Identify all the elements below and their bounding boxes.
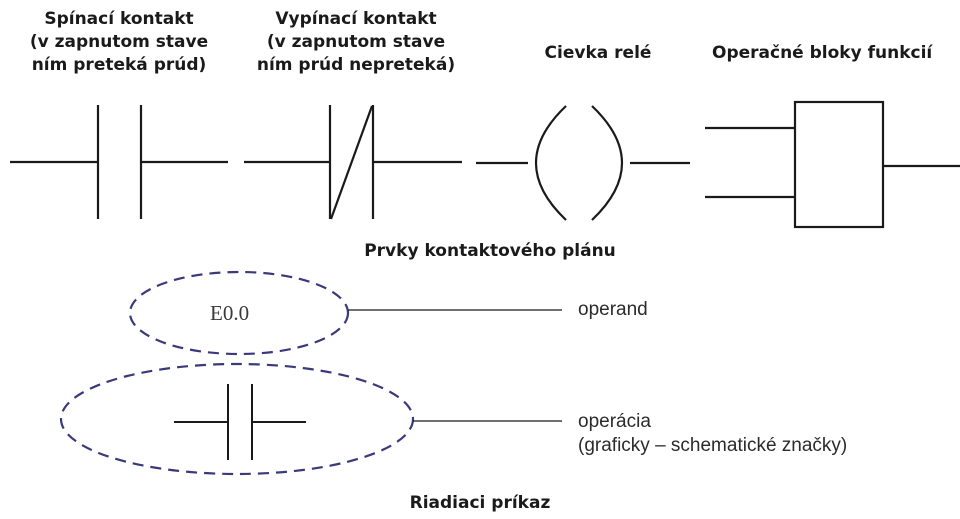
operation-label: operácia (graficky – schematické značky) (578, 411, 848, 456)
operation-dashed-ellipse (59, 362, 415, 476)
instruction-section-title: Riadiaci príkaz (409, 493, 551, 513)
nc-contact-title: Vypínací kontakt (v zapnutom stave ním p… (256, 9, 456, 75)
operand-label: operand (578, 299, 648, 320)
operand-value: E0.0 (210, 301, 250, 325)
no-contact-symbol (10, 105, 228, 219)
operation-contact-symbol (174, 384, 306, 460)
nc-contact-symbol (244, 105, 462, 220)
coil-right-arc (591, 105, 623, 221)
operand-dashed-ellipse (128, 270, 350, 356)
function-block-symbol (705, 100, 960, 229)
coil-left-arc (535, 105, 567, 221)
instruction-drawing (59, 270, 562, 476)
relay-coil-symbol (476, 105, 690, 221)
function-block-title: Operačné bloky funkcií (712, 43, 933, 63)
nc-contact-slash (329, 105, 374, 220)
relay-coil-title: Cievka relé (544, 43, 652, 63)
elements-section-title: Prvky kontaktového plánu (364, 241, 616, 261)
block-box (793, 100, 885, 229)
no-contact-title: Spínací kontakt (v zapnutom stave ním pr… (29, 9, 209, 75)
